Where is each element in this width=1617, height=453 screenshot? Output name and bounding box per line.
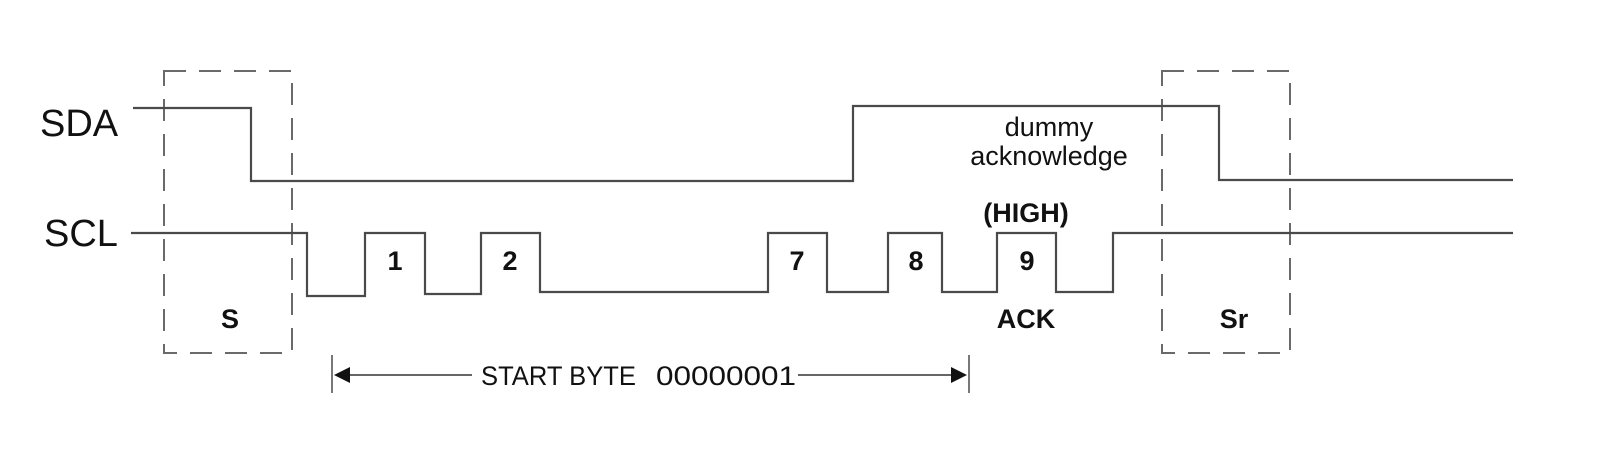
start-condition-box xyxy=(163,70,293,354)
clock-pulse-label: 8 xyxy=(908,246,923,276)
dummy-ack-note-line1: dummy xyxy=(1005,112,1094,142)
clock-pulse-label: 9 xyxy=(1019,246,1034,276)
clock-pulse-label: 1 xyxy=(387,246,402,276)
dummy-ack-note-line2: acknowledge xyxy=(970,141,1128,171)
repeated-start-box xyxy=(1161,70,1291,354)
ack-level-label: (HIGH) xyxy=(983,198,1068,228)
arrow-left-icon xyxy=(334,367,350,383)
repeated-start-label: Sr xyxy=(1220,304,1249,334)
sda-label: SDA xyxy=(40,103,119,145)
start-byte-label: START BYTE xyxy=(481,361,636,391)
start-condition-label: S xyxy=(221,304,239,334)
scl-waveform xyxy=(131,231,1513,298)
ack-label: ACK xyxy=(997,304,1056,334)
scl-label: SCL xyxy=(44,213,118,255)
start-byte-value: 00000001 xyxy=(656,361,796,391)
sda-waveform xyxy=(133,104,1513,183)
clock-pulse-label: 7 xyxy=(789,246,804,276)
clock-pulse-label: 2 xyxy=(502,246,517,276)
arrow-right-icon xyxy=(951,367,967,383)
